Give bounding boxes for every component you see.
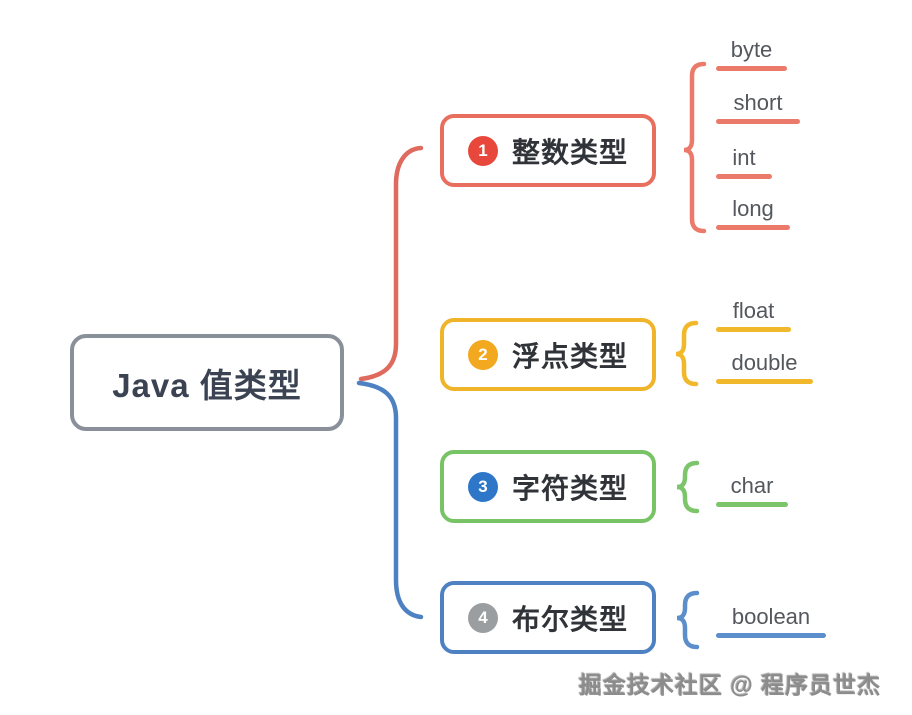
- leaf-node-float[interactable]: float: [716, 297, 791, 332]
- leaf-node-short[interactable]: short: [716, 89, 800, 124]
- leaf-node-char[interactable]: char: [716, 472, 788, 507]
- leaf-underline: [716, 633, 826, 638]
- leaf-underline: [716, 327, 791, 332]
- connector-root-to-boolean: [356, 380, 424, 620]
- connector-root-to-integer: [358, 145, 424, 382]
- brace-boolean-icon: [676, 590, 700, 650]
- badge-number-3: 3: [468, 471, 498, 502]
- root-node-java-value-types[interactable]: Java 值类型: [70, 334, 344, 431]
- branch-label-boolean: 布尔类型: [512, 603, 629, 635]
- branch-node-char-type[interactable]: 3 字符类型: [440, 450, 656, 523]
- leaf-node-byte[interactable]: byte: [716, 36, 787, 71]
- leaf-label-byte: byte: [730, 37, 773, 62]
- leaf-underline: [716, 174, 772, 179]
- branch-node-boolean-type[interactable]: 4 布尔类型: [440, 581, 656, 654]
- leaf-label-double: double: [731, 350, 798, 375]
- leaf-node-int[interactable]: int: [716, 144, 772, 179]
- branch-node-integer-types[interactable]: 1 整数类型: [440, 114, 656, 187]
- brace-char-icon: [676, 460, 700, 514]
- leaf-node-boolean[interactable]: boolean: [716, 603, 826, 638]
- branch-node-float-types[interactable]: 2 浮点类型: [440, 318, 656, 391]
- watermark-text: 掘金技术社区 @ 程序员世杰: [579, 672, 882, 698]
- leaf-label-int: int: [732, 145, 756, 170]
- leaf-underline: [716, 225, 790, 230]
- leaf-node-double[interactable]: double: [716, 349, 813, 384]
- badge-number-1: 1: [468, 135, 498, 166]
- branch-label-char: 字符类型: [512, 472, 629, 504]
- brace-float-icon: [675, 320, 699, 387]
- root-node-label: Java 值类型: [112, 366, 302, 404]
- leaf-node-long[interactable]: long: [716, 195, 790, 230]
- leaf-underline: [716, 379, 813, 384]
- badge-number-2: 2: [468, 339, 498, 370]
- leaf-label-float: float: [732, 298, 775, 323]
- leaf-underline: [716, 66, 787, 71]
- badge-number-4: 4: [468, 602, 498, 633]
- branch-label-float: 浮点类型: [512, 340, 629, 372]
- leaf-label-char: char: [730, 473, 774, 498]
- leaf-underline: [716, 502, 788, 507]
- leaf-label-boolean: boolean: [731, 604, 811, 629]
- leaf-label-short: short: [733, 90, 783, 115]
- brace-integer-icon: [683, 61, 707, 234]
- leaf-label-long: long: [732, 196, 774, 221]
- branch-label-integer: 整数类型: [512, 136, 629, 168]
- leaf-underline: [716, 119, 800, 124]
